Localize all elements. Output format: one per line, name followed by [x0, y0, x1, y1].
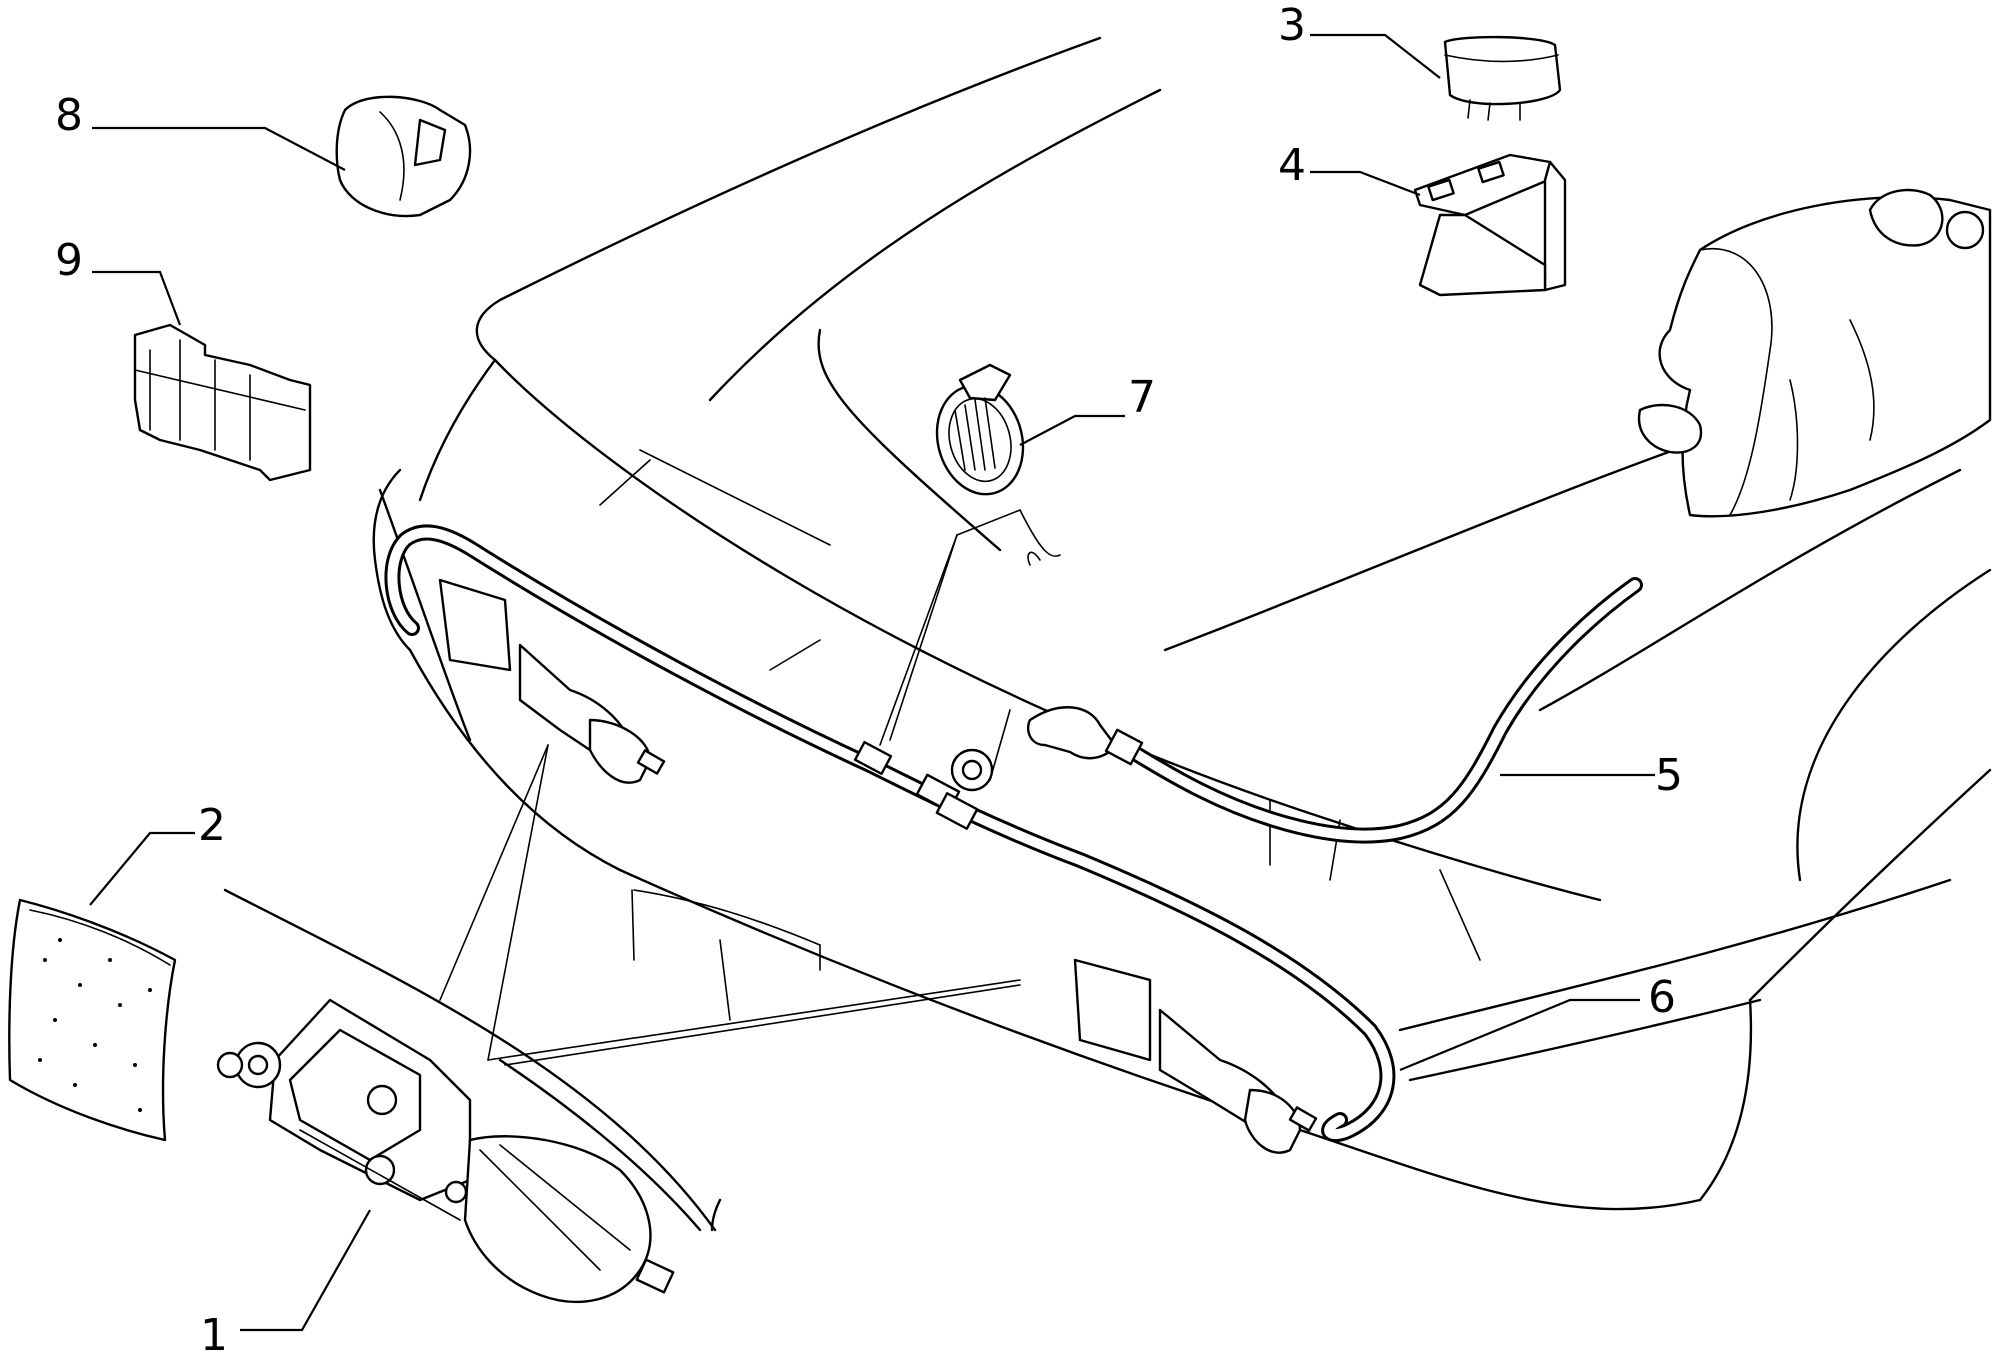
part-7-hose-clamp: [935, 363, 1025, 496]
part-4-bracket: [1413, 153, 1567, 297]
callout-1: 1: [200, 1310, 228, 1356]
callout-4: 4: [1278, 140, 1306, 191]
callout-9: 9: [55, 235, 83, 286]
callout-3: 3: [1278, 0, 1306, 51]
leader-4: [1310, 170, 1421, 197]
reference-lines: [439, 509, 1061, 1066]
hose-connectors: [853, 706, 1144, 830]
pump-in-situ-left: [438, 578, 666, 784]
part-8-clip: [335, 95, 472, 218]
leader-1: [240, 1209, 371, 1332]
leader-3: [1310, 33, 1441, 79]
pad-texture-dots: [38, 938, 152, 1112]
callout-5: 5: [1655, 750, 1683, 801]
washer-hose-5: [1112, 577, 1643, 844]
callout-6: 6: [1648, 972, 1676, 1023]
callout-8: 8: [55, 90, 83, 141]
pump-in-situ-right: [1073, 958, 1318, 1154]
callout-leaders: [89, 33, 1655, 1332]
washer-reservoir: [1637, 188, 1992, 518]
part-1-washer-pump: [216, 998, 675, 1303]
part-2-cover-pad: [8, 898, 177, 1142]
callout-2: 2: [198, 800, 226, 851]
leader-8: [92, 126, 346, 171]
leader-2: [89, 831, 195, 906]
part-3-relay: [1443, 35, 1562, 121]
leader-7: [1019, 414, 1125, 446]
leader-9: [92, 270, 182, 326]
car-body-outline: [223, 36, 1992, 1232]
leader-6: [1399, 998, 1640, 1072]
part-9-holder: [133, 323, 312, 482]
callout-7: 7: [1128, 372, 1156, 423]
callout-numbers: 1 2 3 4 5 6 7 8 9: [55, 0, 1683, 1356]
